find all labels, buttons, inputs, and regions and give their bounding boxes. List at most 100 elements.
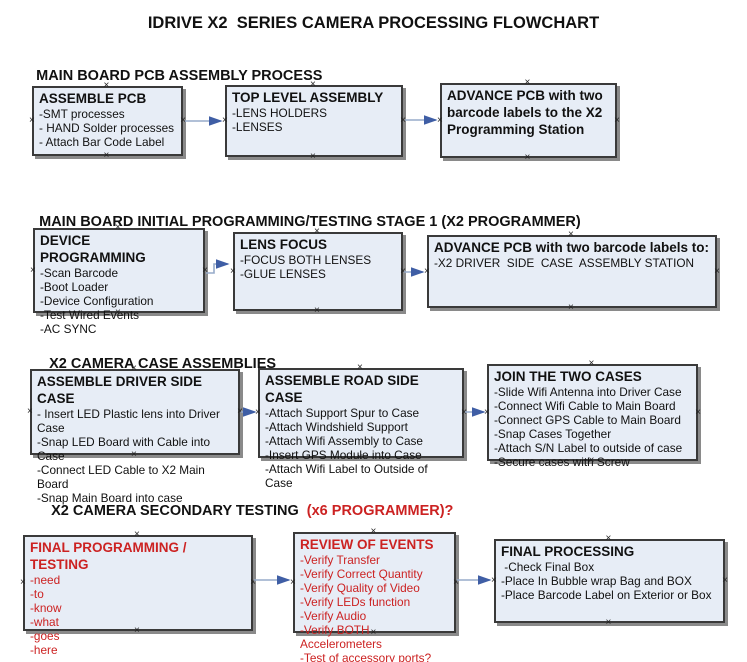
connection-point-icon: × [290, 576, 296, 588]
flow-box-item: -Place Barcode Label on Exterior or Box [501, 588, 712, 602]
flow-box-title: FINAL PROCESSING [501, 544, 635, 559]
section-heading-secondary-testing: X2 CAMERA SECONDARY TESTING (x6 PROGRAMM… [35, 487, 453, 535]
page-title: IDRIVE X2 SERIES CAMERA PROCESSING FLOWC… [147, 14, 600, 32]
connection-point-icon: × [722, 575, 728, 586]
flow-box-item: -Insert GPS Module into Case [265, 448, 422, 462]
flow-box-item: -Connect LED Cable to X2 Main Board [37, 463, 209, 491]
connection-point-icon: × [491, 575, 497, 586]
flow-box-title: REVIEW OF EVENTS [300, 537, 434, 552]
flow-box-join-the-two-cases[interactable]: JOIN THE TWO CASES -Slide Wifi Antenna i… [484, 359, 701, 470]
flow-box-title: ADVANCE PCB with two barcode labels to: [434, 240, 710, 255]
flow-box-item: -LENSES [232, 120, 283, 134]
flow-box-item: -Verify Transfer [300, 553, 380, 567]
flow-box-item: -Verify Correct Quantity [300, 567, 423, 581]
connection-point-icon: × [424, 265, 430, 277]
connection-point-icon: × [400, 115, 406, 126]
connection-point-icon: × [484, 406, 490, 418]
flow-box-item: - HAND Solder processes [39, 121, 175, 135]
flow-box-item: -Verify LEDs function [300, 595, 411, 609]
connection-point-icon: × [605, 533, 612, 544]
connection-point-icon: × [27, 406, 33, 417]
flow-box-assemble-driver-side-case[interactable]: ASSEMBLE DRIVER SIDE CASE - Insert LED P… [27, 364, 243, 506]
flow-box-item: -Attach Wifi Assembly to Case [265, 434, 423, 448]
flow-box-review-of-events[interactable]: REVIEW OF EVENTS -Verify Transfer -Verif… [290, 527, 459, 662]
flow-box-item: -Boot Loader [40, 280, 109, 294]
flow-box-item: -to [30, 587, 44, 601]
flow-box-item: -Attach Windshield Support [265, 420, 408, 434]
connector-arrow[interactable] [206, 259, 230, 274]
section-heading-text: X2 CAMERA CASE ASSEMBLIES [49, 356, 277, 372]
connection-point-icon: × [222, 115, 228, 126]
flow-box-item: - Insert LED Plastic lens into Driver Ca… [37, 407, 224, 435]
connection-point-icon: × [568, 302, 574, 313]
flow-box-item: -Snap Cases Together [494, 427, 612, 441]
flow-box-item: - Attach Bar Code Label [39, 135, 165, 149]
flow-box-title: ASSEMBLE ROAD SIDE CASE [265, 373, 423, 405]
flow-box-final-processing[interactable]: FINAL PROCESSING -Check Final Box -Place… [491, 534, 728, 628]
flow-box-title: FINAL PROGRAMMING / TESTING [30, 540, 191, 572]
flow-box-lens-focus[interactable]: LENS FOCUS -FOCUS BOTH LENSES -GLUE LENS… [230, 227, 406, 316]
connection-point-icon: × [230, 265, 236, 277]
section-heading-case-assemblies: X2 CAMERA CASE ASSEMBLIES [33, 340, 276, 388]
flow-box-title: LENS FOCUS [240, 237, 328, 252]
connection-point-icon: × [20, 577, 26, 588]
flow-box-item: -know [30, 601, 62, 615]
connection-point-icon: × [357, 362, 363, 373]
flow-box-item: -Verify BOTH Accelerometers [300, 623, 382, 651]
connection-point-icon: × [588, 358, 595, 369]
flow-box-title: ASSEMBLE PCB [39, 91, 147, 106]
flow-box-final-programming-testing[interactable]: FINAL PROGRAMMING / TESTING -need -to -k… [20, 530, 256, 658]
flow-box-assemble-pcb[interactable]: ASSEMBLE PCB -SMT processes - HAND Solde… [29, 81, 186, 161]
connection-point-icon: × [437, 114, 443, 126]
flow-box-item: -Place In Bubble wrap Bag and BOX [501, 574, 692, 588]
section-heading-text: X2 CAMERA SECONDARY TESTING [51, 503, 303, 519]
flow-box-item: -Connect Wifi Cable to Main Board [494, 399, 676, 413]
flow-box-title: JOIN THE TWO CASES [494, 369, 642, 384]
connection-point-icon: × [314, 305, 320, 316]
connection-point-icon: × [714, 265, 720, 277]
flow-box-item: -X2 DRIVER SIDE CASE ASSEMBLY STATION [434, 256, 695, 270]
flow-box-item: -Test of accessory ports? [300, 651, 432, 662]
flow-box-item: -Scan Barcode [40, 266, 119, 280]
connection-point-icon: × [310, 151, 316, 162]
flow-box-top-level-assembly[interactable]: TOP LEVEL ASSEMBLY -LENS HOLDERS -LENSES… [222, 80, 406, 162]
flow-box-title: ADVANCE PCB with two barcode labels to t… [447, 88, 607, 137]
section-heading-pcb-assembly: MAIN BOARD PCB ASSEMBLY PROCESS [20, 52, 322, 100]
flow-box-item: -Connect GPS Cable to Main Board [494, 413, 681, 427]
flow-box-item: -Secure cases with Screw [494, 455, 630, 469]
flow-box-advance-pcb-case-assembly[interactable]: ADVANCE PCB with two barcode labels to: … [424, 230, 720, 313]
flow-box-item: -Attach S/N Label to outside of case [494, 441, 683, 455]
connection-point-icon: × [614, 114, 620, 126]
section-heading-initial-programming: MAIN BOARD INITIAL PROGRAMMING/TESTING S… [23, 198, 581, 246]
section-heading-text: MAIN BOARD INITIAL PROGRAMMING/TESTING S… [39, 214, 581, 230]
flow-box-item: -Device Configuration [40, 294, 154, 308]
flow-box-item: -Slide Wifi Antenna into Driver Case [494, 385, 682, 399]
flow-box-title: ASSEMBLE DRIVER SIDE CASE [37, 374, 206, 406]
section-heading-red-text: (x6 PROGRAMMER)? [302, 503, 454, 519]
flow-box-item: -what [30, 615, 59, 629]
connection-point-icon: × [30, 264, 36, 276]
flow-box-item: -Test Wired Events [40, 308, 139, 322]
flow-box-item: -SMT processes [39, 107, 125, 121]
flow-box-item: -Snap LED Board with Cable into Case [37, 435, 214, 463]
flow-box-advance-pcb-programming-station[interactable]: ADVANCE PCB with two barcode labels to t… [437, 78, 620, 163]
connection-point-icon: × [255, 407, 261, 418]
flow-box-item: -AC SYNC [40, 322, 97, 336]
flow-box-item: -Snap Main Board into case [37, 491, 183, 505]
flow-box-item: -Verify Quality of Video [300, 581, 420, 595]
flow-box-title: DEVICE PROGRAMMING [40, 233, 146, 265]
flow-box-item: -Verify Audio [300, 609, 367, 623]
flow-box-item: -here [30, 643, 58, 657]
flow-box-item: -GLUE LENSES [240, 267, 326, 281]
flow-box-device-programming[interactable]: DEVICE PROGRAMMING -Scan Barcode -Boot L… [30, 223, 208, 337]
flow-box-title: TOP LEVEL ASSEMBLY [232, 90, 384, 105]
connection-point-icon: × [695, 406, 701, 418]
connection-point-icon: × [29, 115, 35, 126]
flow-box-item: -Check Final Box [501, 560, 595, 574]
flow-box-assemble-road-side-case[interactable]: ASSEMBLE ROAD SIDE CASE -Attach Support … [255, 363, 467, 491]
flow-box-item: -Attach Support Spur to Case [265, 406, 420, 420]
flow-box-item: -LENS HOLDERS [232, 106, 328, 120]
connection-point-icon: × [605, 617, 612, 628]
